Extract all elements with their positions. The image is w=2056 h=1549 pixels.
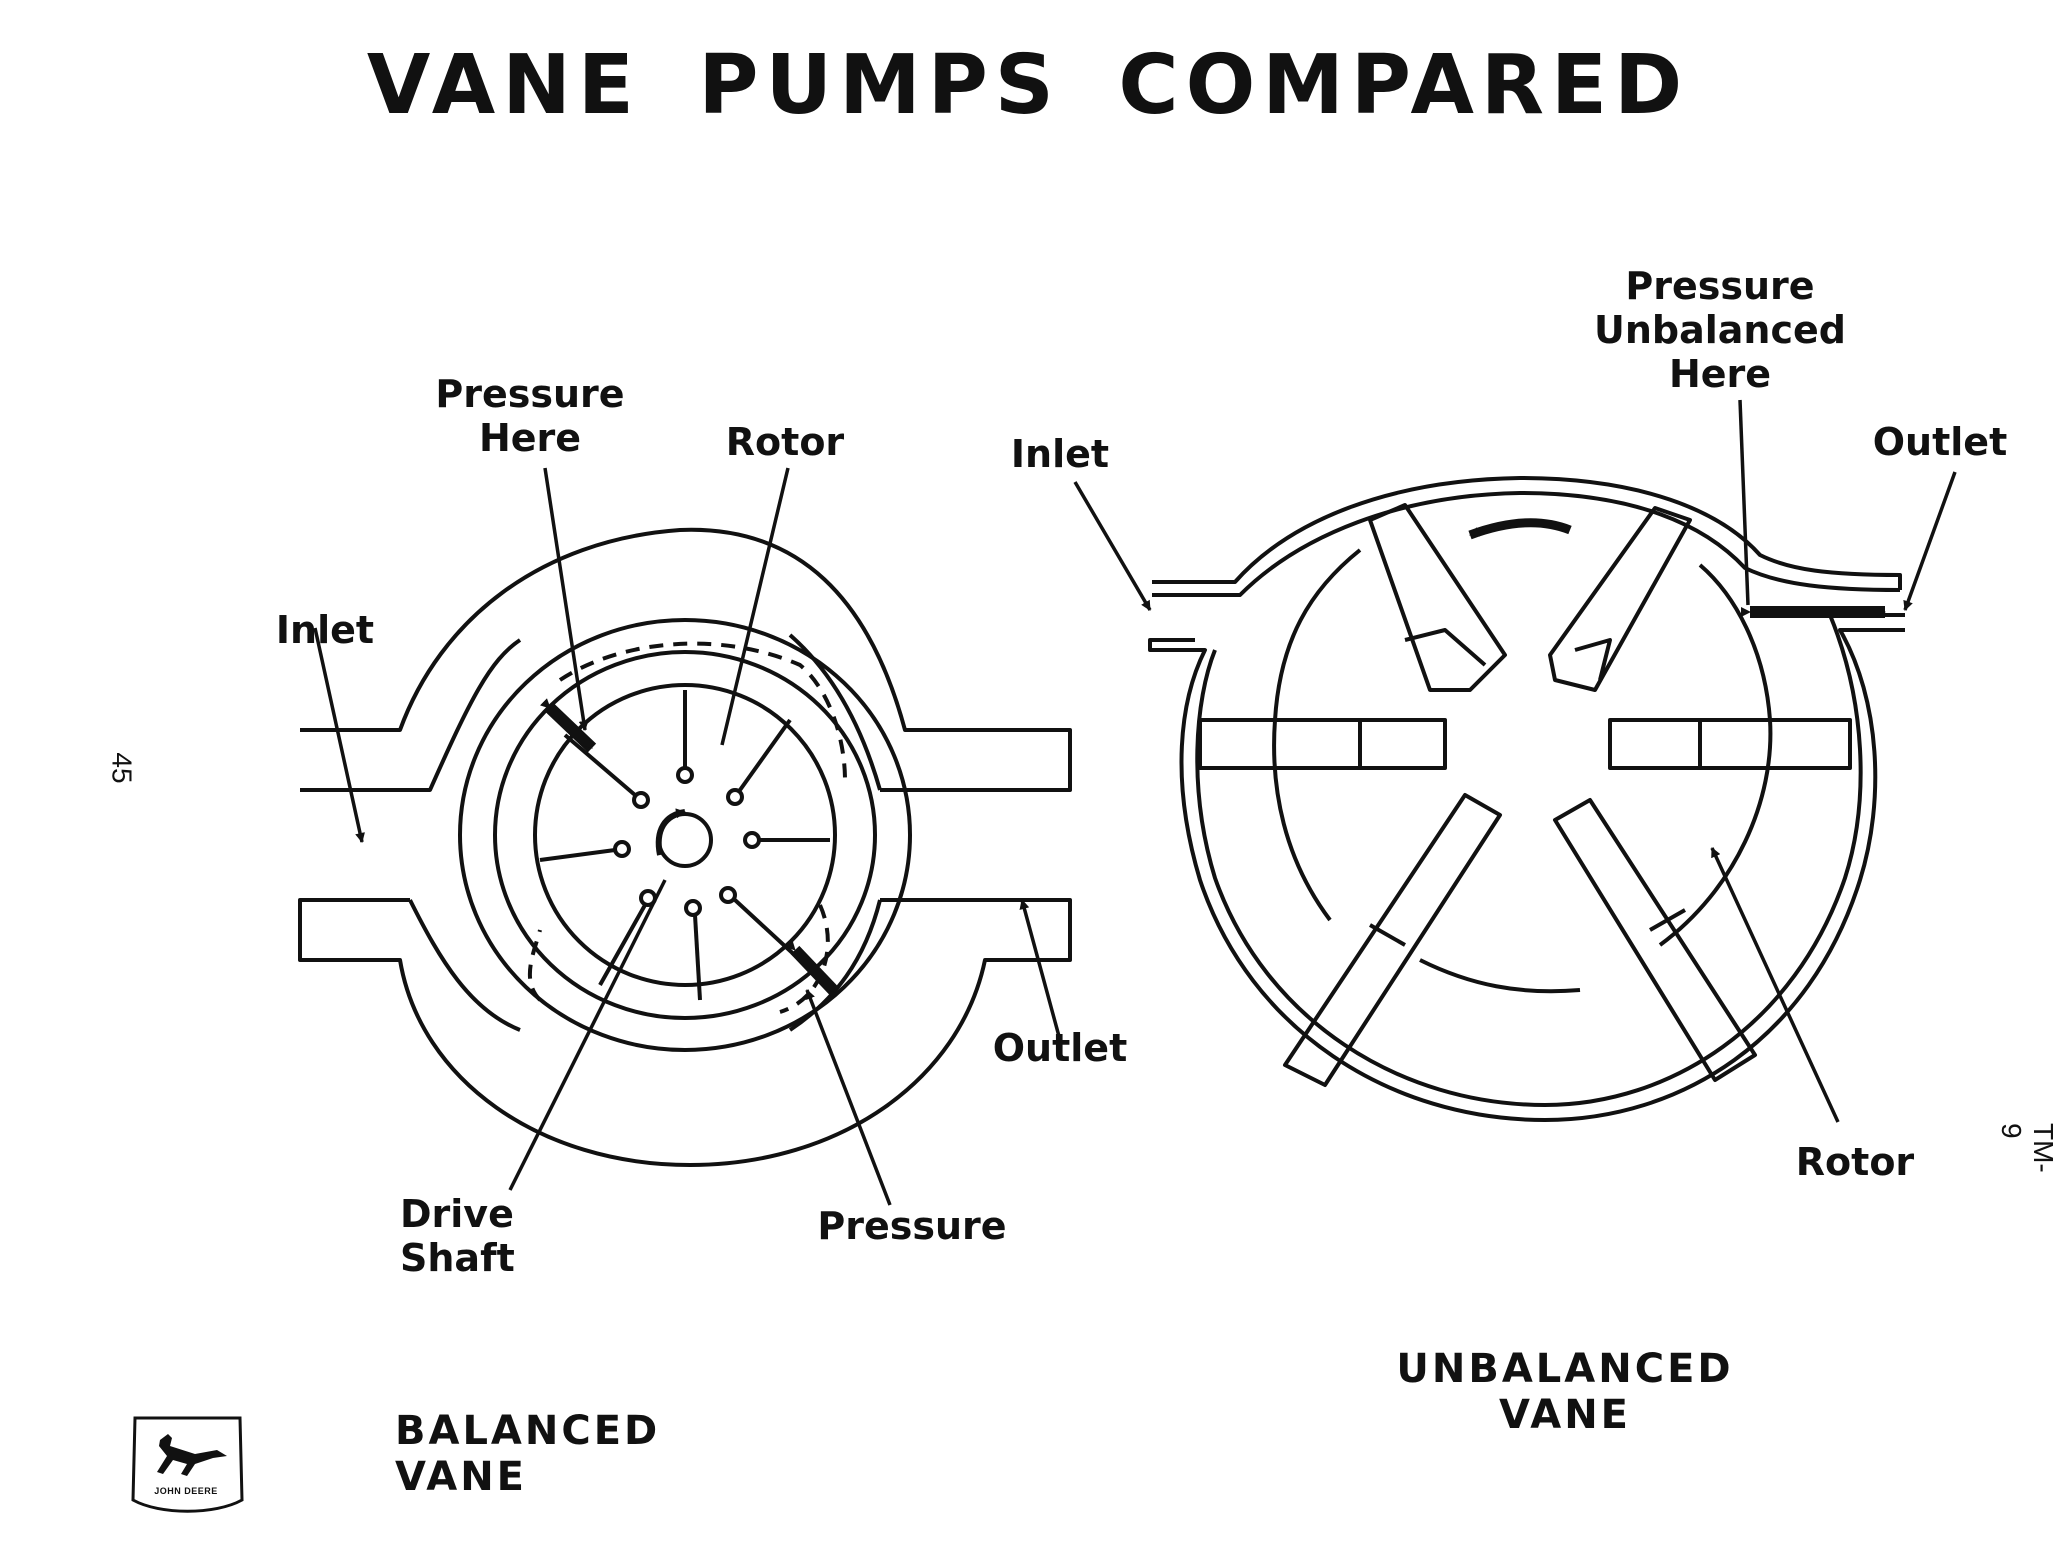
label-rotor-balanced: Rotor [725, 420, 845, 464]
logo-text: JOHN DEERE [154, 1486, 218, 1496]
leaping-deer-icon [157, 1434, 227, 1476]
caption-unbalanced-vane: UNBALANCED VANE [1396, 1346, 1734, 1438]
label-drive-shaft: Drive Shaft [400, 1192, 515, 1280]
unbalanced-rotation-arrow [1468, 518, 1572, 540]
balanced-pressure-arrow-lower [785, 940, 840, 997]
balanced-cam-ring [493, 650, 877, 1020]
balanced-port-lower [527, 904, 830, 1014]
balanced-rotor [533, 683, 837, 987]
label-pressure-balanced: Pressure [817, 1204, 1007, 1248]
balanced-pressure-arrow-upper [540, 698, 597, 753]
page-title: VANE PUMPS COMPARED [366, 38, 1690, 133]
label-outlet-unbalanced: Outlet [1872, 420, 2008, 464]
balanced-leader-lines [313, 467, 1062, 1206]
balanced-housing-outline [298, 527, 1072, 1167]
balanced-cam-ring-outer [458, 618, 912, 1052]
unbalanced-vanes [1198, 503, 1852, 1087]
caption-balanced-vane: BALANCED VANE [395, 1408, 661, 1500]
balanced-outlet-channel [788, 633, 882, 1032]
balanced-port-upper [558, 641, 847, 781]
balanced-pump [298, 527, 1072, 1167]
balanced-inlet-channel [300, 638, 522, 1032]
label-pressure-unbalanced-here: Pressure Unbalanced Here [1594, 264, 1846, 396]
unbalanced-rotor [1272, 548, 1773, 994]
label-inlet-unbalanced: Inlet [1010, 432, 1110, 476]
logo-badge: JOHN DEERE [130, 1408, 242, 1508]
unbalanced-casing-inner [1152, 491, 1905, 1107]
unbalanced-leader-lines [1073, 399, 1957, 1123]
label-rotor-unbalanced: Rotor [1795, 1140, 1915, 1184]
john-deere-logo [131, 1416, 244, 1513]
balanced-rotation-arrow [655, 808, 686, 856]
label-outlet-balanced: Outlet [992, 1026, 1128, 1070]
unbalanced-pump [1148, 476, 1905, 1122]
unbalanced-casing-outer [1148, 476, 1905, 1122]
label-inlet-balanced: Inlet [275, 608, 375, 652]
label-pressure-here: Pressure Here [435, 372, 625, 460]
